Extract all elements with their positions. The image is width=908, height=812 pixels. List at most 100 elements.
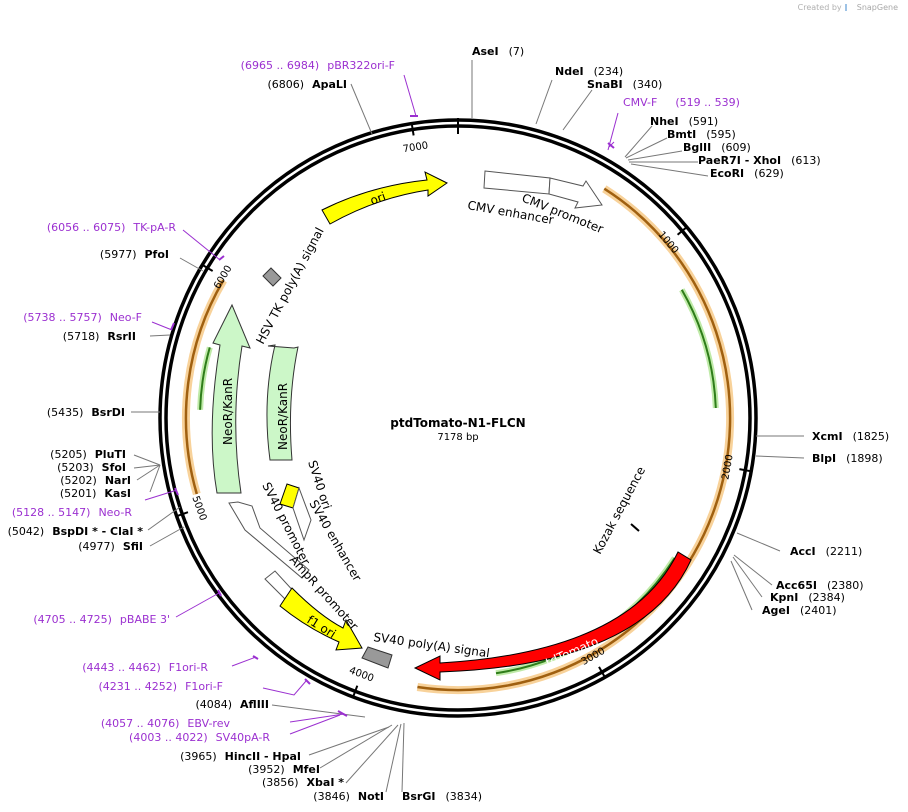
plasmid-name: ptdTomato-N1-FLCN bbox=[390, 416, 525, 430]
tick-mark bbox=[739, 468, 752, 473]
primer-range: (4231 .. 4252) bbox=[99, 680, 178, 693]
site-position: (5202) bbox=[60, 474, 97, 487]
site-position: (340) bbox=[633, 78, 663, 91]
tick-label: 1000 bbox=[656, 229, 681, 256]
site-name: NheI bbox=[650, 115, 679, 128]
tick-mark bbox=[201, 264, 214, 272]
site-position: (629) bbox=[754, 167, 784, 180]
site-position: (1825) bbox=[853, 430, 890, 443]
site-pfoI: (5977)PfoI bbox=[100, 248, 169, 261]
primer-cmv-f: CMV-F(519 .. 539) bbox=[623, 96, 740, 109]
site-name: SfiI bbox=[123, 540, 143, 553]
primer-sv40pa-r: (4003 .. 4022) SV40pA-R bbox=[129, 731, 270, 744]
site-position: (609) bbox=[721, 141, 751, 154]
primer-ebv-rev: (4057 .. 4076) EBV-rev bbox=[101, 717, 231, 730]
primer-range: (6056 .. 6075) bbox=[47, 221, 126, 234]
site-notI: (3846)NotI bbox=[313, 790, 384, 803]
site-xcmI: XcmI (1825) bbox=[812, 430, 889, 443]
primer-name: Neo-F bbox=[110, 311, 142, 324]
primer-name: CMV-F bbox=[623, 96, 657, 109]
site-position: (5205) bbox=[50, 448, 87, 461]
site-name: XcmI bbox=[812, 430, 843, 443]
hsv-tk-polya-label: HSV TK poly(A) signal bbox=[253, 225, 326, 346]
site-position: (591) bbox=[689, 115, 719, 128]
site-sfiI: (4977) SfiI bbox=[78, 540, 143, 553]
site-connectors bbox=[131, 60, 805, 793]
site-name: NotI bbox=[358, 790, 384, 803]
snapgene-credit: Created by SnapGene bbox=[798, 3, 898, 12]
site-bsrdI: (5435)BsrDI bbox=[47, 406, 125, 419]
site-name: XbaI * bbox=[307, 776, 345, 789]
primer-neo-r: (5128 .. 5147)Neo-R bbox=[12, 506, 132, 519]
site-position: (4977) bbox=[78, 540, 115, 553]
credit-brand: SnapGene bbox=[856, 3, 898, 12]
site-name: RsrII bbox=[107, 330, 136, 343]
site-ageI: AgeI(2401) bbox=[762, 604, 837, 617]
site-position: (234) bbox=[594, 65, 624, 78]
primer-name: EBV-rev bbox=[187, 717, 230, 730]
site-accI: AccI(2211) bbox=[790, 545, 862, 558]
primer-connectors bbox=[144, 74, 619, 735]
site-kpnI: KpnI(2384) bbox=[770, 591, 845, 604]
primer-name: F1ori-F bbox=[185, 680, 223, 693]
snapgene-logo-icon bbox=[845, 4, 853, 11]
primer-range: (4057 .. 4076) bbox=[101, 717, 180, 730]
site-name: BglII bbox=[683, 141, 711, 154]
site-name: KasI bbox=[104, 487, 131, 500]
orf-arc-main bbox=[417, 187, 732, 692]
features bbox=[211, 170, 692, 681]
primer-range: (5738 .. 5757) bbox=[23, 311, 102, 324]
tick-label: 2000 bbox=[720, 454, 735, 481]
site-kasI: (5201) KasI bbox=[60, 487, 131, 500]
site-blpI: BlpI(1898) bbox=[812, 452, 883, 465]
kozak-sequence-label: Kozak sequence bbox=[590, 464, 648, 556]
primer-name: pBR322ori-F bbox=[327, 59, 395, 72]
site-narI: (5202)NarI bbox=[60, 474, 131, 487]
tick-mark bbox=[410, 123, 415, 136]
site-name: KpnI bbox=[770, 591, 798, 604]
kozak-sequence-feature bbox=[630, 523, 640, 532]
site-ecorI: EcoRI(629) bbox=[710, 167, 784, 180]
primer-name: TK-pA-R bbox=[132, 221, 176, 234]
site-position: (2380) bbox=[827, 579, 864, 592]
primer-range: (4443 .. 4462) bbox=[82, 661, 161, 674]
site-name: MfeI bbox=[293, 763, 320, 776]
sv40-promoter-feature bbox=[228, 501, 310, 579]
site-position: (5977) bbox=[100, 248, 137, 261]
site-position: (5435) bbox=[47, 406, 84, 419]
site-name: HincII - HpaI bbox=[225, 750, 301, 763]
ori-feature bbox=[321, 171, 448, 225]
tick-mark bbox=[176, 511, 189, 518]
tick-mark bbox=[676, 226, 688, 236]
tdtomato-feature bbox=[413, 551, 692, 681]
site-bmtI: BmtI(595) bbox=[667, 128, 736, 141]
site-name: PluTI bbox=[95, 448, 126, 461]
primer-range: (4003 .. 4022) bbox=[129, 731, 208, 744]
site-position: (3952) bbox=[248, 763, 285, 776]
primer-name: SV40pA-R bbox=[216, 731, 271, 744]
primer-marks bbox=[170, 115, 615, 717]
site-position: (5718) bbox=[63, 330, 100, 343]
neor-inner-label: NeoR/KanR bbox=[276, 383, 290, 450]
site-name: AflIII bbox=[240, 698, 269, 711]
site-nheI: NheI (591) bbox=[650, 115, 718, 128]
green-arc-right bbox=[680, 289, 717, 409]
site-rsrII: (5718) RsrII bbox=[63, 330, 136, 343]
cmv-promoter-feature bbox=[548, 177, 603, 209]
site-position: (3834) bbox=[445, 790, 482, 803]
site-position: (5201) bbox=[60, 487, 97, 500]
site-position: (595) bbox=[706, 128, 736, 141]
credit-prefix: Created by bbox=[797, 3, 842, 12]
site-name: SfoI bbox=[102, 461, 126, 474]
primer-f1ori-f: (4231 .. 4252) F1ori-F bbox=[99, 680, 224, 693]
site-name: BsrGI bbox=[402, 790, 435, 803]
sv40-polya-feature bbox=[361, 646, 393, 669]
tick-label: 7000 bbox=[402, 140, 429, 155]
primer-pbr322ori-f: (6965 .. 6984)pBR322ori-F bbox=[241, 59, 395, 72]
site-sfoI: (5203)SfoI bbox=[57, 461, 126, 474]
tick-label: 5000 bbox=[189, 495, 208, 523]
site-name: BspDI * - ClaI * bbox=[52, 525, 143, 538]
site-position: (5042) bbox=[8, 525, 45, 538]
primer-range: (4705 .. 4725) bbox=[33, 613, 112, 626]
